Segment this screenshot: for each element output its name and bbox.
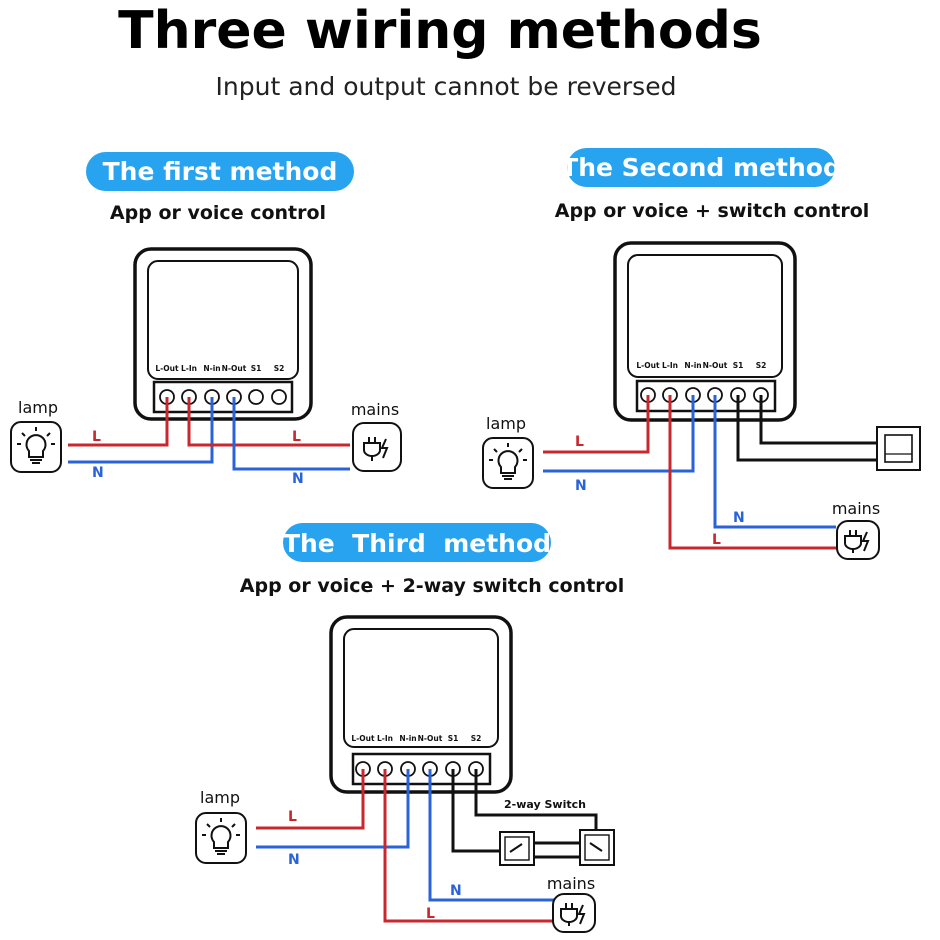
terminal-label-n-in: N-in <box>203 364 220 373</box>
two-way-switch-icon <box>499 831 535 866</box>
wire-lamp-neutral <box>256 769 410 849</box>
terminal-label-s1: S1 <box>448 734 459 743</box>
wire-mains-neutral <box>428 769 556 902</box>
relay-module: L-Out L-In N-in N-Out S1 S2 <box>329 615 513 794</box>
plug-icon <box>352 422 402 472</box>
wire-label-n: N <box>450 883 462 899</box>
wire-label-l: L <box>712 532 721 548</box>
wire-label-l: L <box>288 809 297 825</box>
terminal-label-l-out: L-Out <box>351 734 375 743</box>
relay-module: L-Out L-In N-in N-Out S1 S2 <box>613 241 797 422</box>
bulb-icon <box>482 437 534 489</box>
method-1: The first method App or voice control L-… <box>10 152 402 487</box>
wire-switch-s2 <box>759 395 877 445</box>
wire-label-n: N <box>292 471 304 487</box>
two-way-switch-label: 2-way Switch <box>504 798 586 811</box>
method-2-pill <box>567 148 835 187</box>
terminal-label-n-in: N-in <box>684 361 701 370</box>
mains-label: mains <box>832 499 880 518</box>
mains-label: mains <box>547 874 595 893</box>
wire-switch-s1 <box>736 395 877 462</box>
terminal-label-s1: S1 <box>251 364 262 373</box>
method-1-wires <box>68 397 350 471</box>
terminal-label-l-out: L-Out <box>155 364 179 373</box>
wire-lamp-live <box>256 769 365 830</box>
terminal-label-s1: S1 <box>733 361 744 370</box>
method-3-title: The Third method <box>283 529 551 558</box>
terminal-label-n-out: N-Out <box>418 734 443 743</box>
bulb-icon <box>10 421 62 473</box>
plug-icon <box>836 520 880 560</box>
wire-lamp-neutral <box>543 395 695 473</box>
terminal-labels: L-Out L-In N-in N-Out S1 S2 <box>155 364 284 373</box>
wire-label-l: L <box>92 429 101 445</box>
method-2-wires <box>543 395 877 550</box>
method-1-title: The first method <box>103 157 338 186</box>
lamp-label: lamp <box>486 414 526 433</box>
wire-label-n: N <box>733 510 745 526</box>
wire-mains-live <box>668 395 836 550</box>
wire-label-l: L <box>426 906 435 922</box>
wire-label-n: N <box>92 465 104 481</box>
method-3-wires <box>256 769 598 923</box>
method-3-pill <box>283 523 551 562</box>
terminal-labels: L-Out L-In N-in N-Out S1 S2 <box>351 734 481 743</box>
mains-label: mains <box>351 400 399 419</box>
terminal-label-s2: S2 <box>274 364 285 373</box>
bulb-icon <box>195 812 247 864</box>
terminal-label-l-in: L-In <box>181 364 197 373</box>
terminal-label-n-in: N-in <box>399 734 416 743</box>
wire-lamp-neutral <box>68 397 214 464</box>
terminal-labels: L-Out L-In N-in N-Out S1 S2 <box>636 361 766 370</box>
wire-mains-neutral <box>713 395 836 529</box>
wire-mains-live <box>383 769 556 923</box>
wire-label-n: N <box>575 478 587 494</box>
terminal-label-n-out: N-Out <box>222 364 247 373</box>
method-2-description: App or voice + switch control <box>555 200 870 222</box>
lamp-label: lamp <box>18 398 58 417</box>
method-3: The Third method App or voice + 2-way sw… <box>195 523 624 933</box>
two-way-switch-icon <box>579 829 615 866</box>
wire-lamp-live <box>68 397 169 447</box>
wire-mains-live <box>187 397 350 447</box>
page-subtitle: Input and output cannot be reversed <box>216 72 677 101</box>
wire-label-l: L <box>575 434 584 450</box>
wire-mains-neutral <box>232 397 350 471</box>
method-3-description: App or voice + 2-way switch control <box>240 575 624 597</box>
wire-switch-s1 <box>451 769 502 853</box>
relay-module: L-Out L-In N-in N-Out S1 S2 <box>133 247 313 421</box>
wire-label-n: N <box>288 852 300 868</box>
terminal-label-s2: S2 <box>471 734 482 743</box>
terminal-label-l-in: L-In <box>377 734 393 743</box>
wall-switch-icon <box>876 426 921 471</box>
method-1-description: App or voice control <box>110 202 326 224</box>
lamp-label: lamp <box>200 788 240 807</box>
terminal-label-s2: S2 <box>756 361 767 370</box>
terminal-label-n-out: N-Out <box>703 361 728 370</box>
terminal-label-l-out: L-Out <box>636 361 660 370</box>
wire-label-l: L <box>292 429 301 445</box>
wire-switch-s2 <box>474 769 598 838</box>
method-2-title: The Second method <box>561 153 841 182</box>
method-2: The Second method App or voice + switch … <box>482 148 921 560</box>
page-title: Three wiring methods <box>118 1 762 61</box>
wire-lamp-live <box>543 395 650 454</box>
method-1-pill <box>86 152 354 191</box>
plug-icon <box>552 893 596 933</box>
terminal-label-l-in: L-In <box>662 361 678 370</box>
